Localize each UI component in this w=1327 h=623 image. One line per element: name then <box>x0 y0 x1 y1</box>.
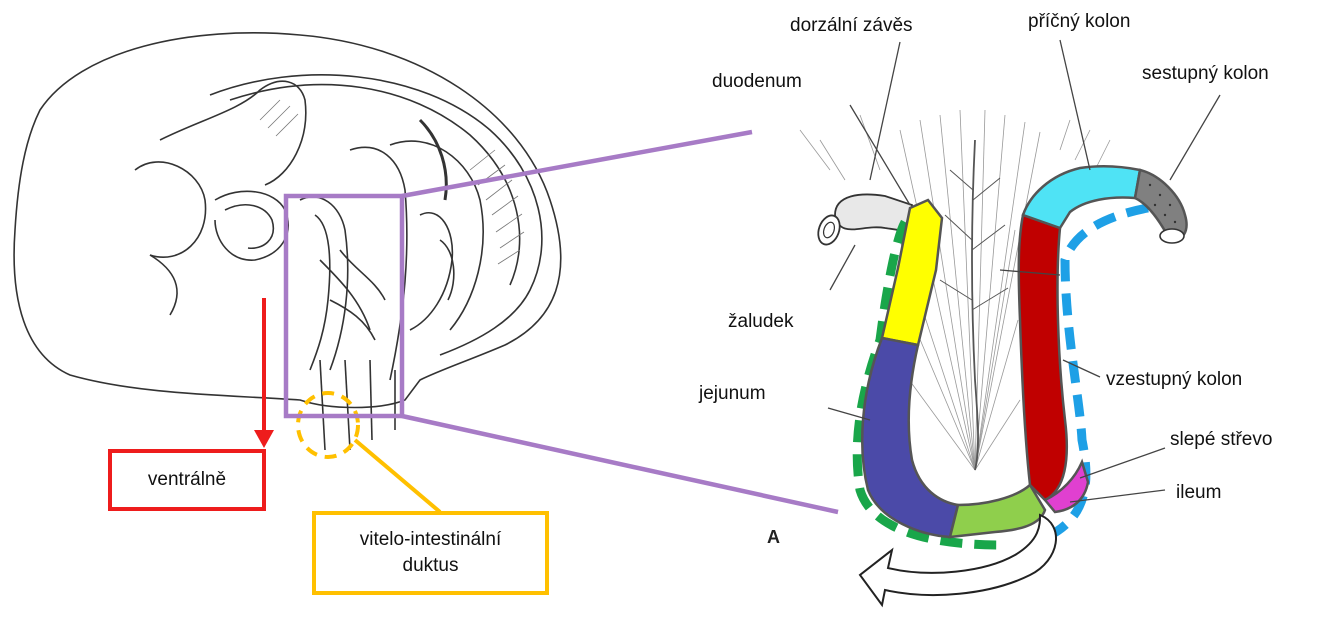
label-duodenum: duodenum <box>712 72 802 91</box>
jejunum-segment <box>862 338 958 537</box>
ileum-segment <box>950 485 1045 537</box>
ascending-colon-segment <box>1019 215 1067 500</box>
transverse-colon-segment <box>1023 166 1140 228</box>
label-dorzalni-zaves: dorzální závěs <box>790 16 913 35</box>
label-ileum: ileum <box>1176 483 1221 502</box>
panel-letter: A <box>767 527 780 548</box>
gut-segments <box>862 166 1186 537</box>
vitelo-label-line2: duktus <box>403 553 459 579</box>
vitelo-label-line1: vitelo-intestinální <box>360 527 502 553</box>
vitelo-label-box: vitelo-intestinální duktus <box>312 511 549 595</box>
label-sestupny-kolon: sestupný kolon <box>1142 64 1269 83</box>
label-slepe-strevo: slepé střevo <box>1170 430 1272 449</box>
ventral-label: ventrálně <box>148 469 226 491</box>
ventral-arrow <box>254 298 274 448</box>
label-vzestupny-kolon: vzestupný kolon <box>1106 370 1242 389</box>
vessel-branches <box>940 170 1008 310</box>
label-pricny-kolon: příčný kolon <box>1028 12 1130 31</box>
vitelo-marker <box>298 393 440 512</box>
label-jejunum: jejunum <box>699 384 766 403</box>
descending-colon-lumen <box>1160 229 1184 243</box>
ventral-label-box: ventrálně <box>108 449 266 511</box>
label-zaludek: žaludek <box>728 312 794 331</box>
